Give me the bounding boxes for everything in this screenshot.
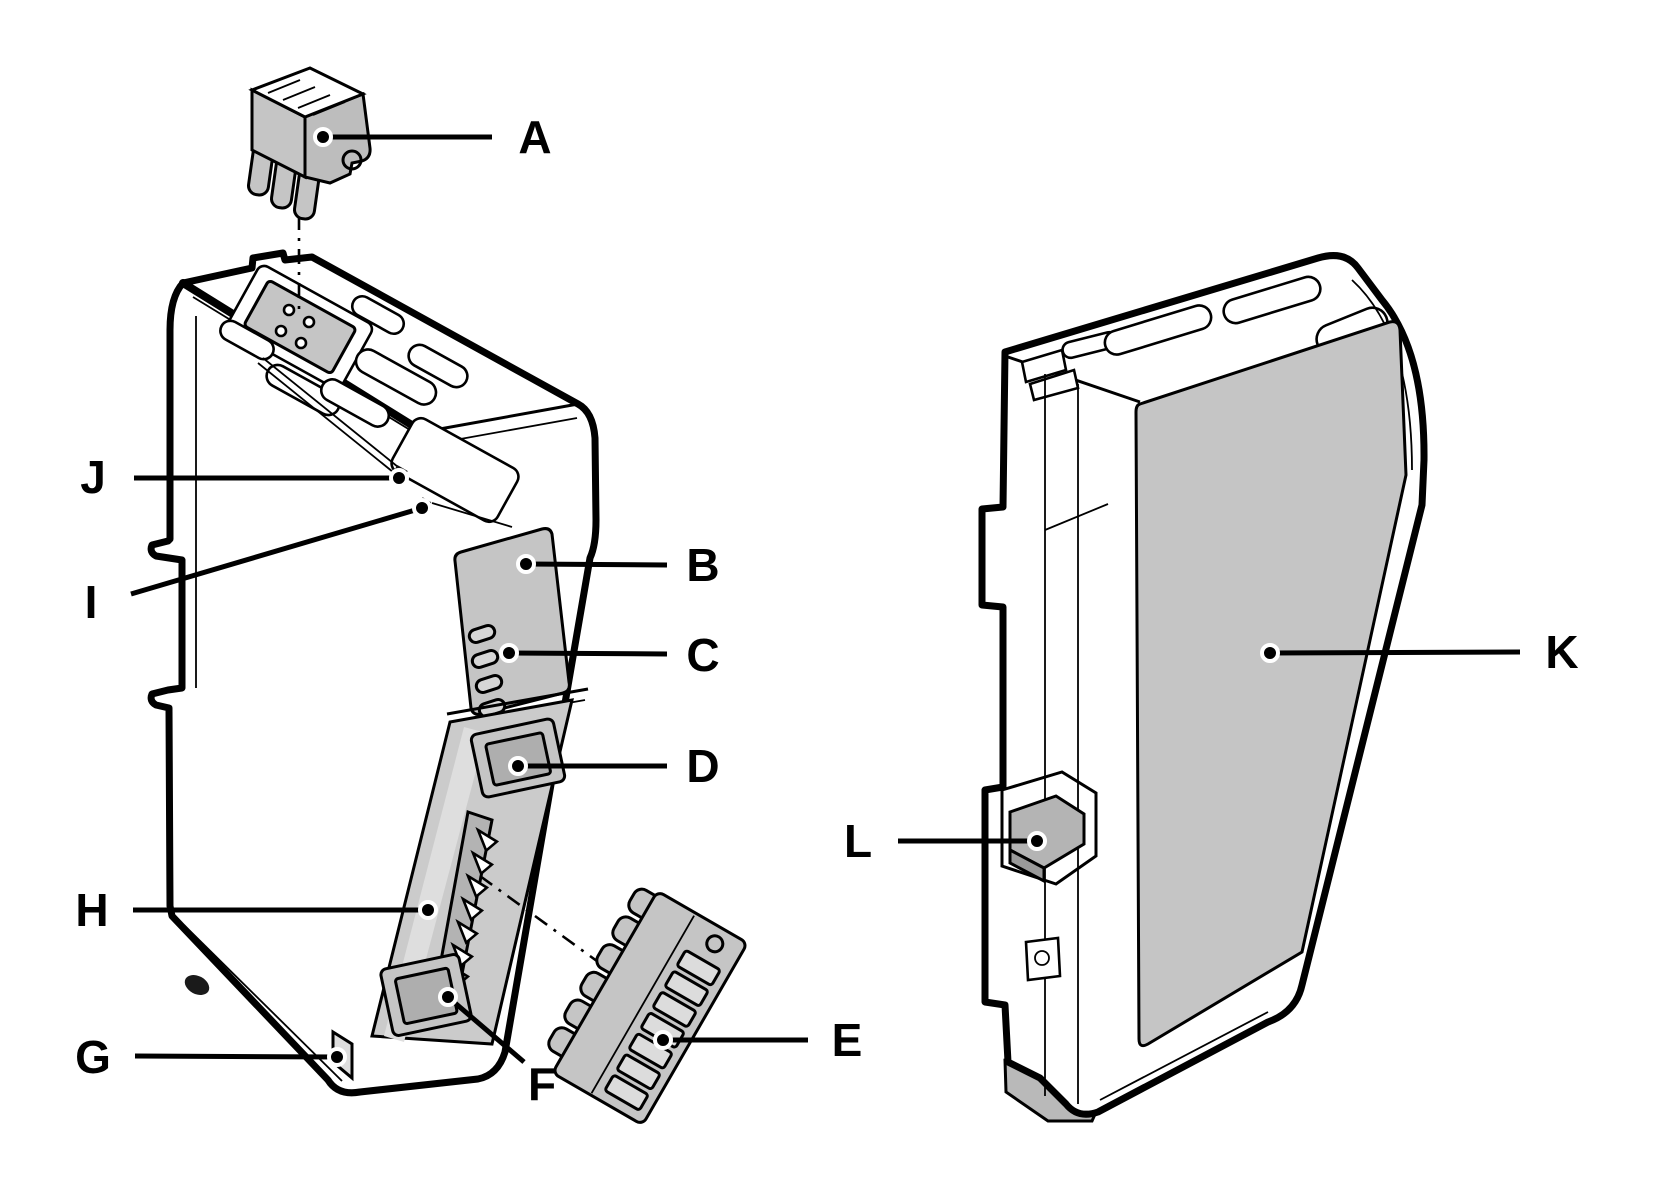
callout-e-label: E bbox=[832, 1014, 863, 1066]
callout-d-dot bbox=[508, 756, 528, 776]
left-device-illustration bbox=[147, 249, 600, 1097]
edge-groove bbox=[257, 362, 394, 473]
callout-g-dot bbox=[327, 1047, 347, 1067]
bezel-bottom-seam bbox=[446, 687, 589, 716]
terminal-slot bbox=[652, 991, 697, 1028]
edge-groove bbox=[431, 502, 513, 528]
plug-top-face bbox=[248, 66, 367, 119]
callout-c-dot bbox=[499, 643, 519, 663]
callout-f-label: F bbox=[528, 1058, 556, 1110]
callout-d-label: D bbox=[686, 740, 719, 792]
callouts: A B C D E F G H I J K L bbox=[75, 111, 1579, 1110]
socket-pin bbox=[282, 303, 296, 317]
callout-h-label: H bbox=[75, 884, 108, 936]
callout-e-dot bbox=[653, 1030, 673, 1050]
vent-slot bbox=[350, 294, 406, 336]
ethernet-port-f bbox=[379, 953, 473, 1037]
edge-groove bbox=[262, 357, 399, 468]
socket-pin bbox=[302, 315, 316, 329]
callout-c-label: C bbox=[686, 629, 719, 681]
pin bbox=[455, 918, 480, 945]
callout-l-dot bbox=[1027, 831, 1047, 851]
callout-b-dot bbox=[516, 554, 536, 574]
callout-l-label: L bbox=[844, 815, 872, 867]
terminal-slot bbox=[604, 1074, 649, 1111]
top-face bbox=[219, 264, 520, 528]
connector-cavity bbox=[370, 698, 574, 1046]
terminal-slot bbox=[664, 970, 709, 1007]
callout-b-label: B bbox=[686, 539, 719, 591]
led-indicator bbox=[467, 623, 497, 645]
bottom-seam bbox=[1099, 1011, 1269, 1101]
vent-slot bbox=[1222, 275, 1322, 325]
callout-k-dot bbox=[1260, 643, 1280, 663]
pin bbox=[475, 826, 500, 853]
terminal-screw-hole bbox=[705, 934, 725, 954]
callout-k-label: K bbox=[1545, 626, 1578, 678]
plug-wire-funnels bbox=[267, 79, 346, 116]
callout-i-line bbox=[130, 505, 423, 597]
callout-c-line bbox=[508, 650, 668, 657]
plug-flange-tab bbox=[341, 149, 363, 171]
terminal-block-connector bbox=[479, 874, 747, 1124]
callout-f-dot bbox=[438, 987, 458, 1007]
din-rail-latch bbox=[1000, 770, 1098, 886]
vent-slot bbox=[354, 348, 438, 406]
callout-f-line bbox=[446, 995, 526, 1064]
power-inlet-recess bbox=[1020, 348, 1068, 384]
pin bbox=[465, 872, 490, 899]
callout-g-line bbox=[134, 1053, 338, 1060]
terminal-divider bbox=[590, 915, 695, 1094]
callout-g-label: G bbox=[75, 1031, 111, 1083]
bezel-top-seam bbox=[422, 402, 579, 434]
callout-h-dot bbox=[418, 900, 438, 920]
callout-j-label: J bbox=[80, 451, 106, 503]
vent-slot bbox=[1103, 304, 1213, 356]
pin bbox=[470, 849, 495, 876]
socket-pin bbox=[274, 324, 288, 338]
callout-a-label: A bbox=[518, 111, 551, 163]
socket-pin bbox=[294, 336, 308, 350]
latch-lip bbox=[1008, 847, 1046, 884]
pin bbox=[460, 895, 485, 922]
callout-k-line bbox=[1269, 649, 1521, 656]
power-connector-plug bbox=[247, 66, 372, 316]
terminal-body bbox=[553, 892, 747, 1124]
callout-b-line bbox=[525, 561, 668, 568]
screw-hole bbox=[1034, 950, 1050, 966]
vent-slot bbox=[319, 378, 391, 428]
callout-a-dot bbox=[313, 127, 333, 147]
front-bezel bbox=[453, 527, 571, 719]
terminal-slot bbox=[616, 1053, 661, 1091]
latch-recess bbox=[1000, 770, 1098, 886]
terminal-slot bbox=[676, 949, 721, 987]
power-socket bbox=[243, 279, 357, 375]
label-area bbox=[1134, 320, 1408, 1048]
led-indicator bbox=[474, 673, 504, 695]
mounting-foot bbox=[184, 974, 210, 996]
vent-slot bbox=[407, 343, 469, 389]
callout-i-dot bbox=[412, 498, 432, 518]
shell-seam bbox=[1044, 503, 1109, 531]
callout-i-label: I bbox=[85, 576, 98, 628]
right-device-illustration bbox=[978, 252, 1428, 1123]
led-indicator bbox=[470, 648, 500, 670]
callout-j-dot bbox=[389, 468, 409, 488]
display-panel bbox=[453, 527, 571, 716]
top-recess-pad bbox=[390, 416, 520, 524]
vent-slot bbox=[219, 319, 275, 361]
screw-mount bbox=[1024, 936, 1062, 982]
